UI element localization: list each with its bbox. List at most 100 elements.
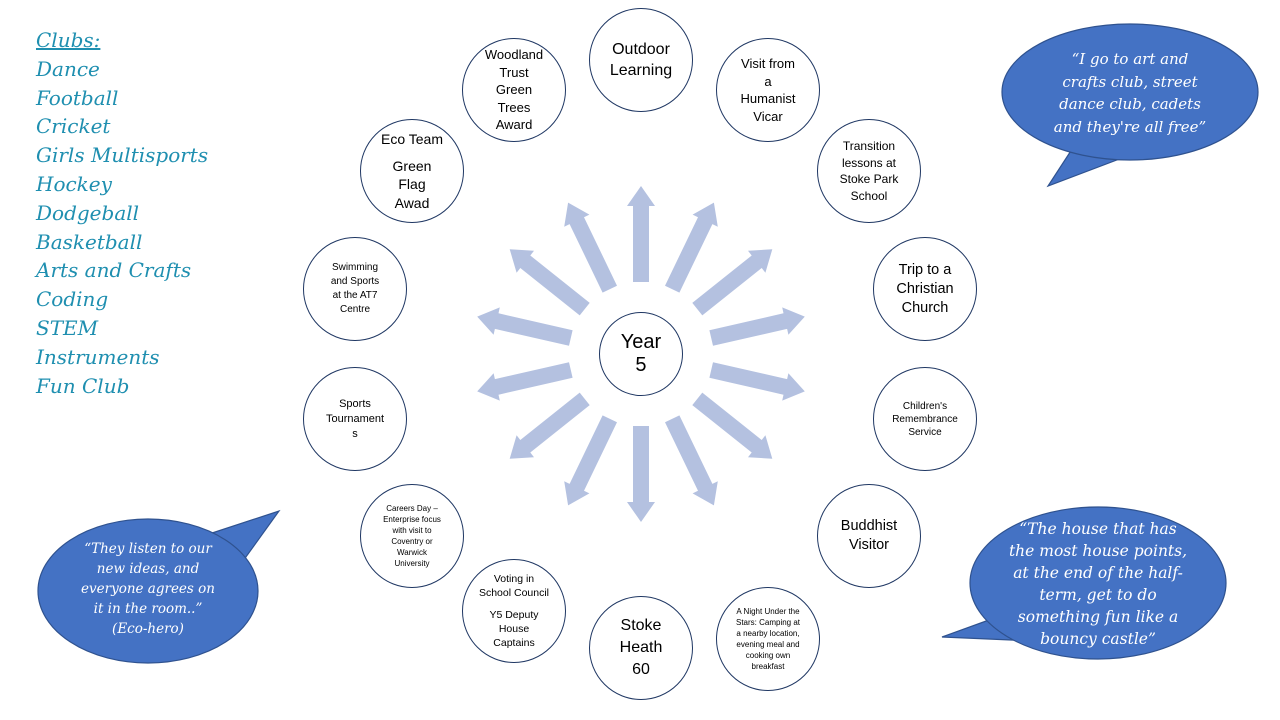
club-item-instruments: Instruments <box>36 344 160 369</box>
node-text-line: breakfast <box>751 662 785 671</box>
node-text-line: Year <box>620 331 662 353</box>
node-text-line: Captains <box>493 637 535 649</box>
arrow-humanist-vicar <box>665 202 718 293</box>
arrow-sports-tournaments <box>477 362 573 401</box>
node-text-line: lessons at <box>841 155 896 170</box>
speech-bubbles-group <box>37 23 1259 664</box>
node-text-line: School <box>850 188 888 203</box>
bubble-seam <box>971 508 1225 658</box>
node-text-line: 5 <box>635 354 647 376</box>
node-text-line: Enterprise focus <box>383 515 441 524</box>
node-text-line: with visit to <box>392 526 432 535</box>
line-spacer <box>479 600 549 608</box>
node-text-line: Warwick <box>397 548 427 557</box>
node-text-line: Transition <box>842 139 896 153</box>
node-text-line: Stoke Park <box>839 172 899 186</box>
node-text-line: Visitor <box>848 537 890 553</box>
node-text-line: Woodland <box>484 47 544 63</box>
bubble-text-line: it in the room..” <box>93 601 203 617</box>
node-text-line: Green <box>495 82 533 98</box>
bubble-text-line: term, get to do <box>1039 586 1157 604</box>
clubs-title: Clubs: <box>36 28 101 52</box>
node-text-line: Remembrance <box>892 413 958 425</box>
node-text-line: a nearby location, <box>736 629 800 638</box>
arrow-night-under-stars <box>665 415 718 506</box>
node-text-line: and Sports <box>330 276 380 287</box>
bubble-shape-art-crafts-quote <box>1001 23 1259 188</box>
bubble-text-line: “The house that has <box>1019 520 1177 538</box>
clubs-items: Dance Football Cricket Girls Multisports… <box>36 55 208 401</box>
node-text-line: 60 <box>632 661 650 678</box>
node-text-line: Sports <box>339 397 371 410</box>
club-item-stem: STEM <box>36 315 99 340</box>
node-text-line: Tournament <box>325 412 385 425</box>
bubble-seam <box>1003 25 1257 159</box>
node-text-line: Outdoor <box>612 41 670 58</box>
bubble-text-line: (Eco-hero) <box>112 621 184 637</box>
node-text-line: Award <box>495 117 533 133</box>
arrow-woodland-trust <box>564 202 617 293</box>
node-text-line: Eco Team <box>381 131 443 147</box>
arrow-transition-lessons <box>692 249 773 316</box>
node-text-line: Trees <box>497 99 531 115</box>
node-text-line: Coventry or <box>391 537 433 546</box>
node-text-line: Stoke <box>620 617 662 634</box>
bubble-text-line: new ideas, and <box>96 561 200 577</box>
node-text-line: Voting in <box>493 573 535 585</box>
line-spacer <box>381 149 443 157</box>
bubble-text-line: something fun like a <box>1017 608 1179 626</box>
arrow-outdoor-learning <box>627 186 655 282</box>
node-text-line: Trip to a <box>898 261 952 278</box>
node-text-line: A Night Under the <box>736 607 800 616</box>
node-text-line: Centre <box>339 304 370 315</box>
node-text-line: Trust <box>499 64 529 80</box>
arrow-school-council <box>564 415 617 506</box>
bubble-text-line: dance club, cadets <box>1059 95 1201 113</box>
node-text-line: Vicar <box>753 108 783 124</box>
club-item-fun-club: Fun Club <box>36 373 130 398</box>
node-careers-day: Careers Day – Enterprise focus with visit … <box>360 484 464 588</box>
arrow-eco-team <box>509 249 590 316</box>
node-text-line: Awad <box>394 194 430 211</box>
node-text-line: Church <box>901 299 949 316</box>
club-item-cricket: Cricket <box>36 114 111 139</box>
club-item-basketball: Basketball <box>36 229 143 254</box>
arrow-careers-day <box>509 392 590 459</box>
node-text-line: Stars: Camping at <box>735 618 801 627</box>
node-text-line: Y5 Deputy <box>489 609 539 621</box>
node-text-line: Flag <box>398 176 426 192</box>
arrow-remembrance-service <box>709 362 805 401</box>
node-text-line: Heath <box>619 639 663 656</box>
node-text-line: s <box>352 427 358 440</box>
node-text-line: Careers Day – <box>386 504 438 513</box>
bubble-text-line: “They listen to our <box>84 541 212 557</box>
club-item-arts-and-crafts: Arts and Crafts <box>36 258 192 283</box>
arrow-christian-church <box>709 307 805 346</box>
club-item-dance: Dance <box>36 56 100 81</box>
bubble-text-line: at the end of the half- <box>1013 564 1183 582</box>
node-text-line: at the AT7 <box>332 290 378 301</box>
bubble-seam <box>39 520 257 662</box>
node-text-line: Learning <box>609 62 673 79</box>
node-text-line: Buddhist <box>840 518 898 534</box>
bubble-text-line: everyone agrees on <box>81 581 215 597</box>
club-item-coding: Coding <box>36 287 109 312</box>
club-item-football: Football <box>36 85 119 110</box>
club-item-dodgeball: Dodgeball <box>36 200 140 225</box>
node-text-line: a <box>764 73 772 89</box>
node-text-line: School Council <box>478 587 550 599</box>
node-text-line: Humanist <box>740 91 796 106</box>
